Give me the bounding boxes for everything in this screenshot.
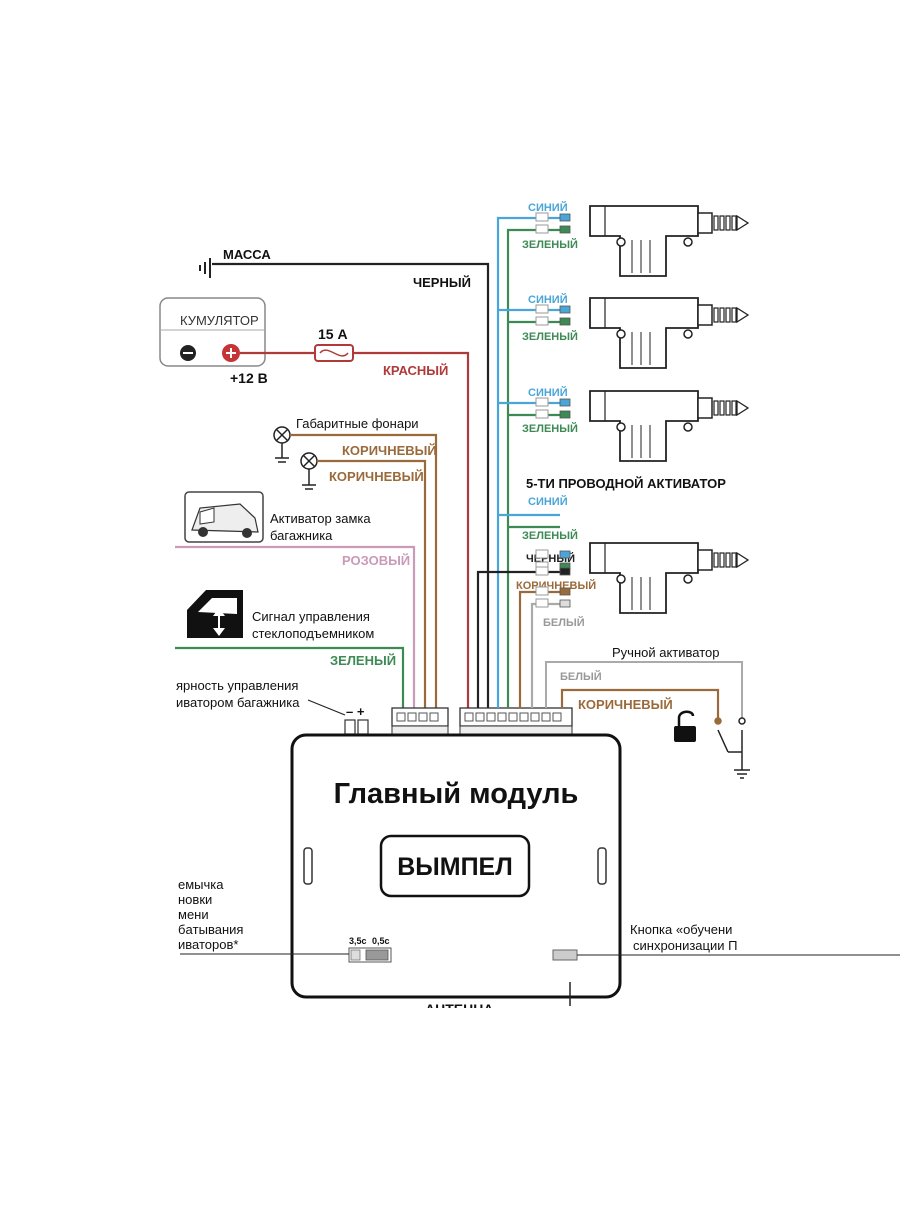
polarity-label-1: ярность управления [176,678,298,693]
jumper-35-label: 3,5с [349,936,367,946]
connector-left [391,707,449,735]
act2-blue-label: СИНИЙ [528,293,568,306]
lamp-icon-1 [273,426,291,463]
brown-wire-label-2: КОРИЧНЕВЫЙ [329,469,424,484]
act5-green-label: ЗЕЛЕНЫЙ [522,529,578,542]
learn-button[interactable] [552,949,578,961]
five-wire-label: 5-ТИ ПРОВОДНОЙ АКТИВАТОР [526,476,726,491]
wire-white-act5 [530,602,560,708]
black-wire-label: ЧЕРНЫЙ [413,275,471,290]
wire-green-window [175,646,405,708]
polarity-jumper [344,719,369,735]
brand-label: ВЫМПЕЛ [397,853,513,881]
act5-blue-label: СИНИЙ [528,495,568,508]
act1-blue-label: СИНИЙ [528,201,568,214]
connector-right [459,707,573,735]
fuse-icon [314,344,354,362]
polarity-label-2: иватором багажника [176,695,300,710]
window-icon [187,590,243,638]
main-module [290,733,622,999]
wire-pink [175,545,416,708]
act5-brown-label: КОРИЧНЕВЫЙ [516,579,596,592]
jumper-text-1: емычка [178,877,224,892]
jumper-05-label: 0,5с [372,936,390,946]
ground-symbol [199,258,211,278]
learn-text-2: синхронизации П [633,938,737,953]
brown-main-label: КОРИЧНЕВЫЙ [578,697,673,712]
actuator-stubs-1 [498,308,560,529]
green-wire-label: ЗЕЛЕНЫЙ [330,653,396,668]
jumper-text-2: новки [178,892,212,907]
door-actuator-2 [535,297,750,369]
wire-white-manual [545,661,743,718]
jumper-block [348,947,392,963]
wire-brown-manual [560,688,720,718]
antenna-label-clip: АНТЕННА [425,1001,493,1017]
act1-green-label: ЗЕЛЕНЫЙ [522,238,578,251]
white-main-label: БЕЛЫЙ [560,670,602,683]
battery: КУМУЛЯТОР [159,297,266,367]
trunk-actuator-label-1: Активатор замка [270,511,371,526]
lamp-icon-2 [300,452,318,490]
plus12v-label: +12 В [230,370,268,386]
act5-white-label: БЕЛЫЙ [543,616,585,629]
battery-label: КУМУЛЯТОР [180,313,259,328]
door-actuator-4 [535,542,750,614]
polarity-pointer [307,699,346,716]
brown-wire-label-1: КОРИЧНЕВЫЙ [342,443,437,458]
trunk-actuator-label-2: багажника [270,528,333,543]
door-actuator-3 [535,390,750,462]
wire-black-massa [212,262,490,708]
red-wire-label: КРАСНЫЙ [383,363,448,378]
wire-brown-act5 [518,590,560,708]
actuator-layer [535,205,750,614]
antenna-label: АНТЕННА [425,1001,493,1017]
wire-brown-2 [317,459,427,708]
car-trunk-icon [184,491,264,543]
parking-lights-label: Габаритные фонари [296,416,419,431]
window-signal-label-2: стеклоподъемником [252,626,374,641]
act3-green-label: ЗЕЛЕНЫЙ [522,422,578,435]
lock-icon [674,710,696,742]
act3-blue-label: СИНИЙ [528,386,568,399]
manual-actuator-label: Ручной активатор [612,645,719,660]
massa-label: МАССА [223,247,271,262]
learn-text-1: Кнопка «обучени [630,922,732,937]
pink-wire-label: РОЗОВЫЙ [342,553,410,568]
act2-green-label: ЗЕЛЕНЫЙ [522,330,578,343]
window-signal-label-1: Сигнал управления [252,609,370,624]
wire-black-act5 [476,570,560,708]
jumper-text-5: иваторов* [178,937,238,952]
wire-brown-1 [290,433,438,708]
main-module-title: Главный модуль [334,778,579,810]
manual-switch [714,717,750,779]
fuse-label: 15 А [318,326,348,342]
polarity-signs: – + [346,704,365,719]
jumper-text-4: бaтывания [178,922,243,937]
jumper-text-3: мени [178,907,209,922]
door-actuator-1 [535,205,750,277]
